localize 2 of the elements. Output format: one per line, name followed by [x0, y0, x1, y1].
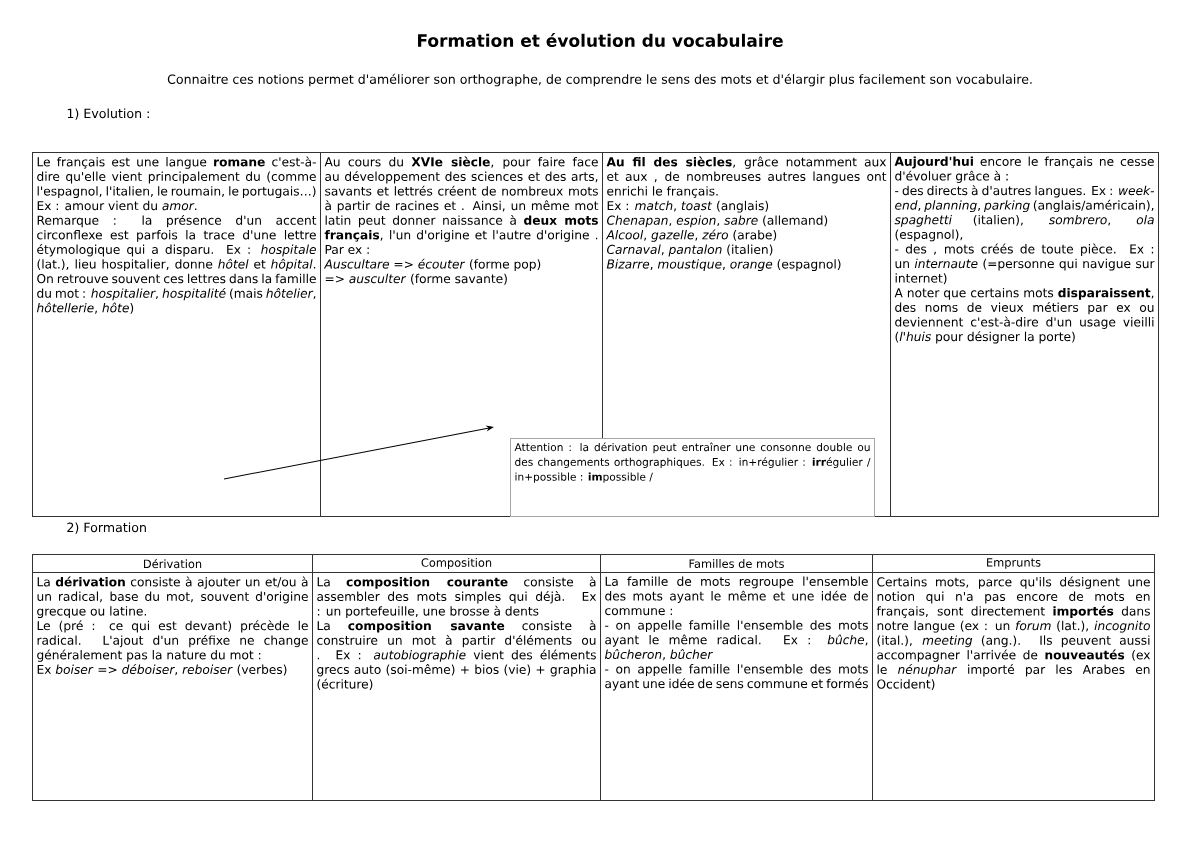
title: Formation et évolution du vocabulaire — [418, 33, 783, 47]
arrow — [223, 425, 494, 480]
